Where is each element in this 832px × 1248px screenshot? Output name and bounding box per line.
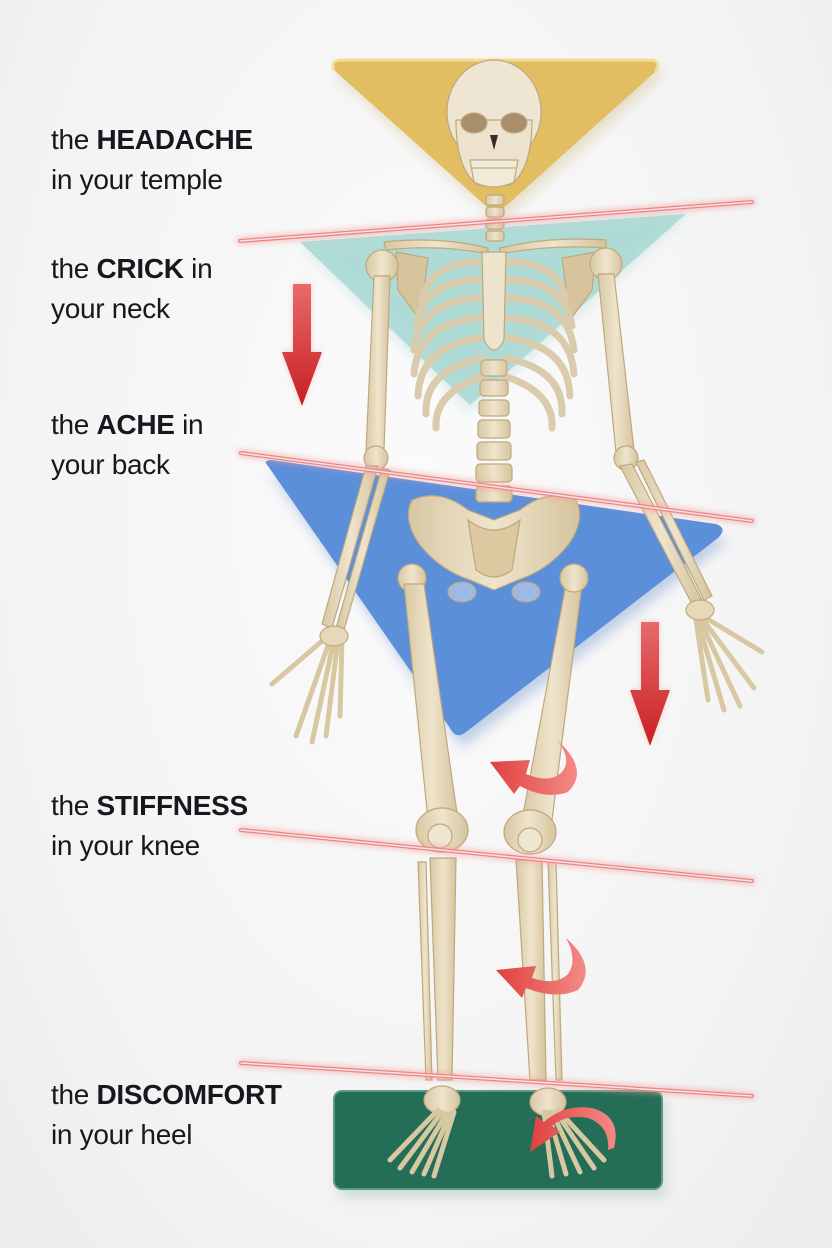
label-discomfort: the DISCOMFORT in your heel <box>51 1075 282 1155</box>
label-prefix: the <box>51 409 97 440</box>
pelvis-triangle <box>265 460 730 748</box>
label-prefix: the <box>51 253 97 284</box>
skull <box>446 59 542 188</box>
label-line2: in your temple <box>51 164 223 195</box>
laser-lines <box>236 198 756 1100</box>
rib-cage <box>410 258 578 432</box>
left-patella <box>427 823 453 849</box>
label-emphasis: STIFFNESS <box>96 790 249 821</box>
right-hand <box>693 609 765 713</box>
label-headache: the HEADACHE in your temple <box>51 120 253 200</box>
hip-line <box>237 449 756 525</box>
right-fibula <box>547 861 563 1081</box>
label-emphasis: ACHE <box>96 409 175 440</box>
thigh-rotation-arrow-icon <box>490 741 577 795</box>
lumbar-spine <box>475 359 513 503</box>
shin-rotation-arrow-icon <box>496 938 586 998</box>
knee-line <box>237 826 756 885</box>
sternum <box>481 251 507 351</box>
neck-line <box>236 198 756 245</box>
label-suffix: in <box>183 253 213 284</box>
left-foot <box>387 1085 461 1179</box>
label-prefix: the <box>51 124 97 155</box>
right-patella <box>517 827 543 853</box>
left-tibia <box>429 857 457 1081</box>
down-arrow-left-icon <box>282 284 322 406</box>
label-line2: your neck <box>51 293 170 324</box>
skeleton <box>269 59 765 1179</box>
sacrum <box>467 518 521 578</box>
right-femur-head <box>559 563 589 593</box>
foot-rotation-arrow-icon <box>530 1107 616 1152</box>
label-suffix: in <box>174 409 204 440</box>
label-emphasis: HEADACHE <box>96 124 254 155</box>
left-hand <box>269 633 345 745</box>
label-line2: your back <box>51 449 170 480</box>
label-ache: the ACHE in your back <box>51 405 204 485</box>
ankle-line <box>237 1059 756 1100</box>
floor-mat <box>333 1090 666 1198</box>
right-ulna <box>635 459 713 601</box>
label-prefix: the <box>51 790 97 821</box>
down-arrow-right-icon <box>630 622 670 746</box>
left-fibula <box>417 861 433 1081</box>
label-emphasis: DISCOMFORT <box>96 1079 283 1110</box>
label-crick: the CRICK in your neck <box>51 249 213 329</box>
right-humerus <box>597 273 635 453</box>
label-emphasis: CRICK <box>96 253 184 284</box>
label-prefix: the <box>51 1079 97 1110</box>
label-line2: in your heel <box>51 1119 193 1150</box>
label-line2: in your knee <box>51 830 200 861</box>
label-stiffness: the STIFFNESS in your knee <box>51 786 248 866</box>
